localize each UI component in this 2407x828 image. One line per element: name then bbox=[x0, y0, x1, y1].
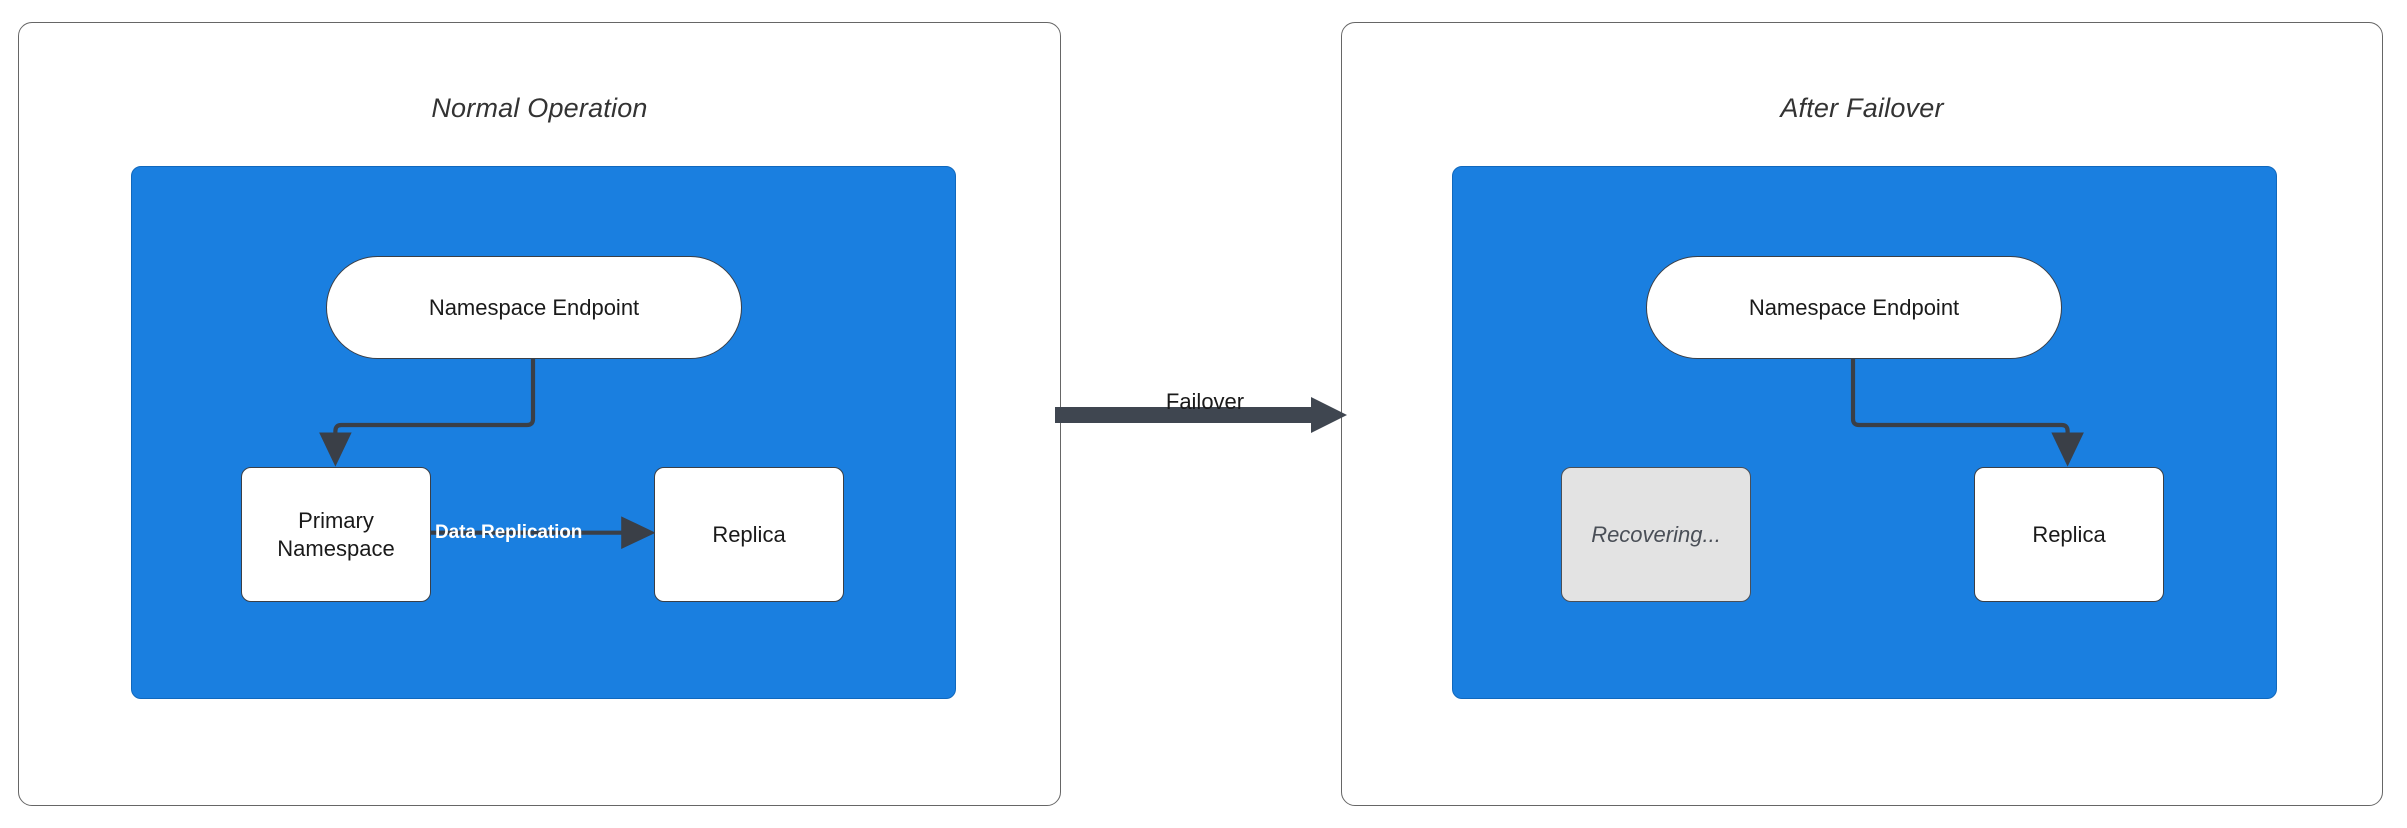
node-recovering[interactable]: Recovering... bbox=[1561, 467, 1751, 602]
failover-transition-arrow bbox=[1055, 395, 1350, 435]
region-namespace-group-left bbox=[131, 166, 956, 699]
node-label-line2: Namespace bbox=[277, 535, 395, 561]
node-label: Replica bbox=[712, 521, 786, 547]
node-label: Replica bbox=[2032, 521, 2106, 547]
panel-after-failover: After Failover Namespace Endpoint Recove… bbox=[1341, 22, 2383, 806]
node-label: Namespace Endpoint bbox=[428, 294, 640, 320]
node-label: Namespace Endpoint bbox=[1748, 294, 1960, 320]
node-label-line1: Primary bbox=[298, 508, 374, 533]
failover-arrow-svg bbox=[1055, 397, 1347, 433]
edge-label-data-replication: Data Replication bbox=[435, 522, 583, 543]
panel-title-after-failover: After Failover bbox=[1780, 93, 1944, 123]
panel-normal-operation: Normal Operation Namespace Endpoint bbox=[18, 22, 1061, 806]
failover-arrow-label: Failover bbox=[1165, 389, 1245, 414]
node-primary-namespace[interactable]: Primary Namespace bbox=[241, 467, 431, 602]
node-label: Recovering... bbox=[1591, 521, 1721, 547]
node-replica-right[interactable]: Replica bbox=[1974, 467, 2164, 602]
panel-title-normal-operation: Normal Operation bbox=[431, 93, 648, 123]
node-replica-left[interactable]: Replica bbox=[654, 467, 844, 602]
region-namespace-group-right bbox=[1452, 166, 2277, 699]
node-namespace-endpoint-left[interactable]: Namespace Endpoint bbox=[326, 256, 742, 359]
node-label-wrapper: Primary Namespace bbox=[277, 507, 394, 562]
node-namespace-endpoint-right[interactable]: Namespace Endpoint bbox=[1646, 256, 2062, 359]
failover-arrow-shape bbox=[1055, 397, 1347, 433]
